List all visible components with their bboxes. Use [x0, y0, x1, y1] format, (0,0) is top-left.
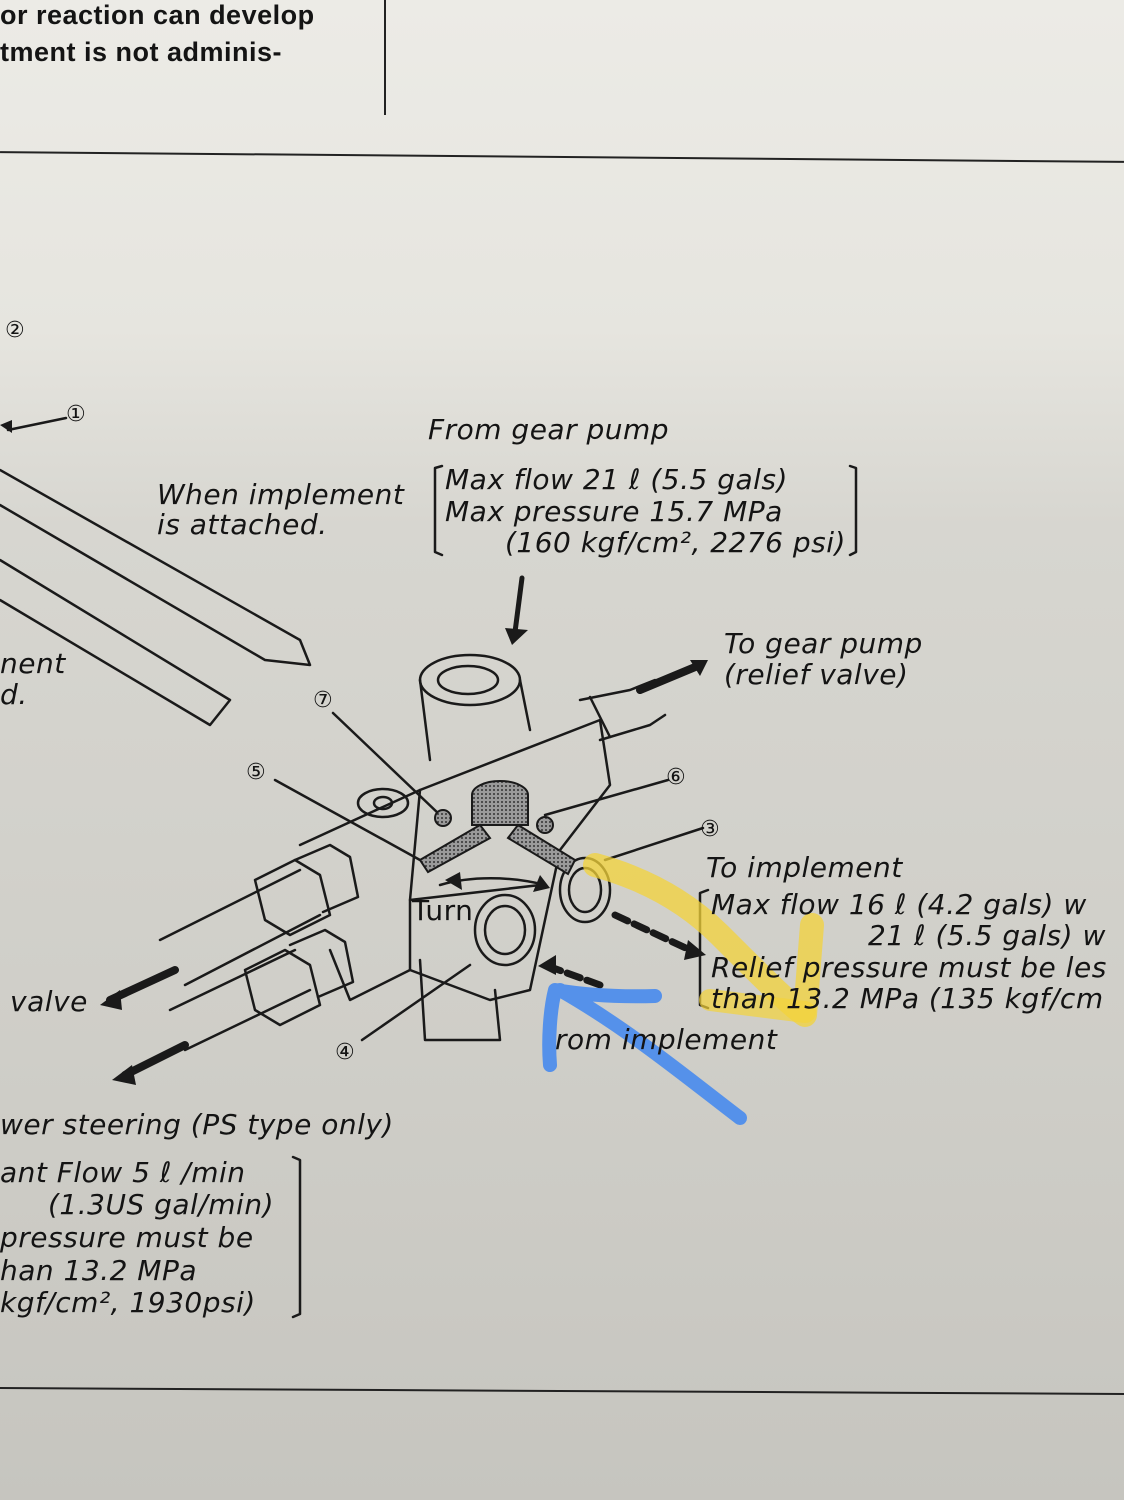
- callout-1: ①: [66, 402, 86, 427]
- to-gear-pump-label: To gear pump: [724, 627, 923, 660]
- ps-pressure-1: pressure must be: [0, 1221, 254, 1254]
- ps-pressure-3: kgf/cm², 1930psi): [0, 1286, 256, 1319]
- left-edge-text-1: nent: [0, 647, 66, 680]
- from-implement-label: rom implement: [555, 1023, 778, 1056]
- relief-pressure-1: Relief pressure must be les: [711, 951, 1107, 984]
- gear-pressure-units: (160 kgf/cm², 2276 psi): [505, 526, 846, 559]
- turn-label: Turn: [412, 894, 474, 927]
- impl-max-flow-2: 21 ℓ (5.5 gals) w: [868, 919, 1106, 952]
- valve-label: valve: [10, 985, 88, 1018]
- impl-max-flow-1: Max flow 16 ℓ (4.2 gals) w: [711, 888, 1087, 921]
- callout-6: ⑥: [666, 765, 686, 790]
- relief-valve-label: (relief valve): [724, 658, 909, 691]
- power-steering-label: wer steering (PS type only): [0, 1108, 394, 1141]
- callout-4: ④: [335, 1040, 355, 1065]
- callout-3: ③: [700, 817, 720, 842]
- left-edge-text-2: d.: [0, 678, 28, 711]
- callout-5: ⑤: [246, 760, 266, 785]
- ps-flow-1: ant Flow 5 ℓ /min: [0, 1156, 246, 1189]
- callout-7: ⑦: [313, 688, 333, 713]
- gear-max-pressure: Max pressure 15.7 MPa: [445, 495, 783, 528]
- when-implement-line-1: When implement: [157, 478, 405, 511]
- when-implement-line-2: is attached.: [157, 508, 328, 541]
- relief-pressure-2: than 13.2 MPa (135 kgf/cm: [711, 982, 1104, 1015]
- callout-2: ②: [5, 318, 25, 343]
- from-gear-pump-label: From gear pump: [428, 413, 670, 446]
- top-text-line-1: or reaction can develop: [0, 0, 315, 30]
- ps-pressure-2: han 13.2 MPa: [0, 1254, 197, 1287]
- top-text-line-2: tment is not adminis-: [0, 37, 283, 67]
- column-divider: [384, 0, 386, 115]
- blue-highlight: [542, 983, 747, 1125]
- implement-hollow-arrow: [0, 468, 312, 667]
- to-implement-label: To implement: [706, 851, 903, 884]
- ps-flow-2: (1.3US gal/min): [48, 1188, 274, 1221]
- gear-max-flow: Max flow 21 ℓ (5.5 gals): [445, 463, 788, 496]
